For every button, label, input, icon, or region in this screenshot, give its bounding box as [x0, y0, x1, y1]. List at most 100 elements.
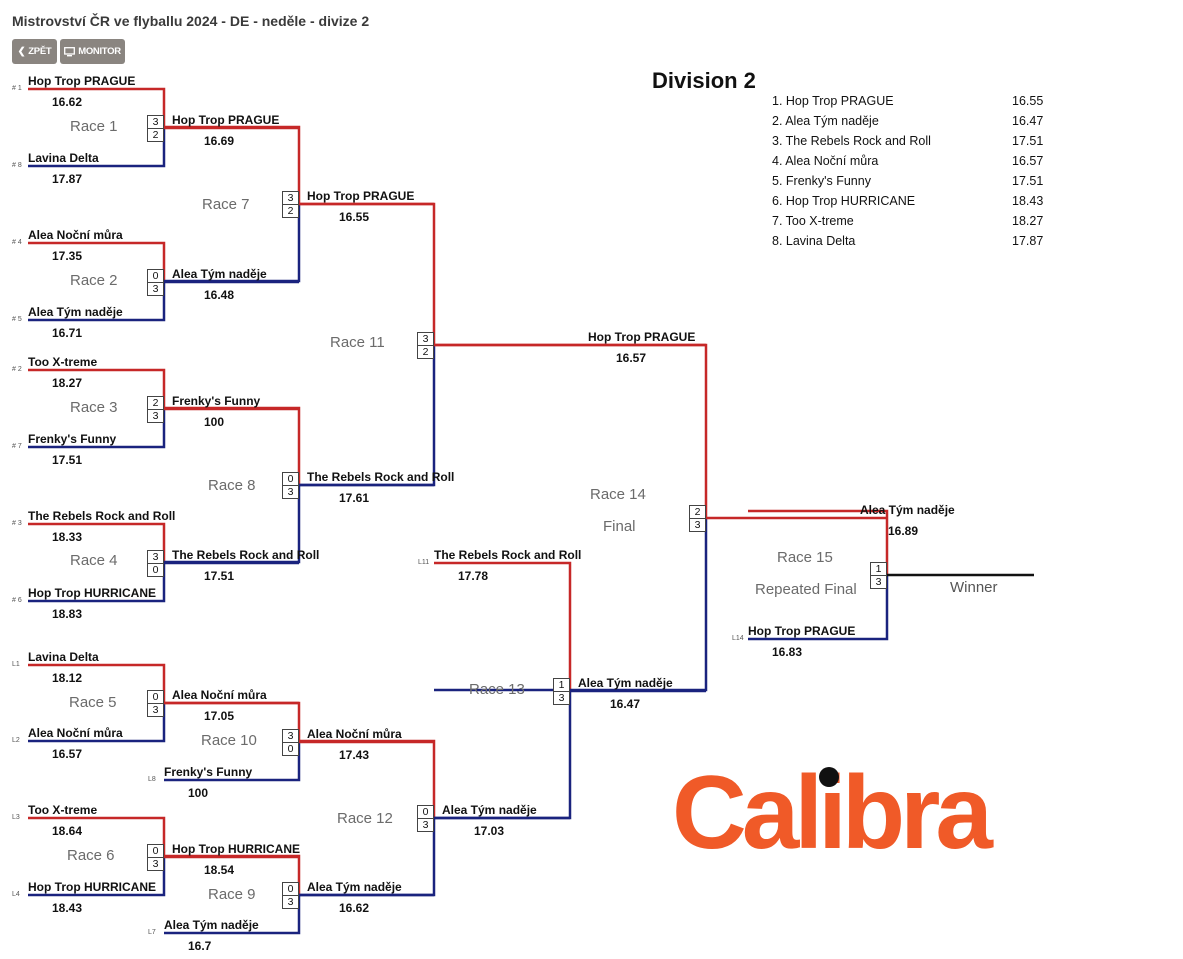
advancing-time: 16.57	[616, 351, 647, 365]
bracket-line-top	[28, 368, 166, 409]
bracket-line-bottom	[164, 204, 301, 283]
score-bottom[interactable]: 0	[282, 742, 299, 756]
bracket-line-bottom	[164, 895, 301, 935]
race-label: Race 2	[70, 272, 118, 289]
score-bottom[interactable]: 2	[417, 345, 434, 359]
bracket-line-top	[164, 701, 301, 742]
calibra-logo: Calibra	[672, 760, 999, 860]
score-top[interactable]: 3	[147, 115, 164, 129]
score-bottom[interactable]: 2	[282, 204, 299, 218]
bracket-line-bottom	[299, 818, 436, 897]
standing-time: 17.87	[1012, 234, 1044, 248]
standing-time: 17.51	[1012, 134, 1044, 148]
score-bottom[interactable]: 3	[689, 518, 706, 532]
score-bottom[interactable]: 2	[147, 128, 164, 142]
advancing-time: 17.61	[339, 491, 370, 505]
score-top[interactable]: 3	[282, 191, 299, 205]
team-name: Hop Trop PRAGUE	[28, 74, 136, 88]
race-time: 18.27	[52, 376, 83, 390]
race-label: Race 10	[201, 732, 257, 749]
score-bottom[interactable]: 3	[147, 409, 164, 423]
standing-team: 7. Too X-treme	[772, 214, 854, 228]
back-button[interactable]: ❮ ZPĚT	[12, 39, 57, 64]
team-name: Alea Noční můra	[28, 228, 123, 242]
monitor-button[interactable]: MONITOR	[60, 39, 125, 64]
score-top[interactable]: 0	[282, 882, 299, 896]
score-top[interactable]: 0	[282, 472, 299, 486]
division-title: Division 2	[652, 68, 756, 93]
score-top[interactable]: 2	[147, 396, 164, 410]
team-name: Lavina Delta	[28, 650, 99, 664]
standing-team: 4. Alea Noční můra	[772, 154, 879, 168]
advancing-time: 16.89	[888, 524, 919, 538]
score-top[interactable]: 1	[870, 562, 887, 576]
score-top[interactable]: 0	[417, 805, 434, 819]
bracket-line-top	[28, 87, 166, 128]
race-time: 18.64	[52, 824, 83, 838]
chevron-left-icon: ❮	[17, 46, 26, 57]
advancing-time: 16.48	[204, 288, 235, 302]
advancing-time: 16.47	[610, 697, 641, 711]
standing-team: 1. Hop Trop PRAGUE	[772, 94, 894, 108]
race-time: 17.78	[458, 569, 489, 583]
race-label: Race 11	[330, 334, 385, 351]
score-top[interactable]: 1	[553, 678, 570, 692]
score-bottom[interactable]: 3	[870, 575, 887, 589]
bracket-line-bottom	[299, 345, 436, 487]
bracket-line-bottom	[28, 128, 166, 168]
seed-label: L7	[148, 929, 156, 936]
score-bottom[interactable]: 0	[147, 563, 164, 577]
standing-team: 6. Hop Trop HURRICANE	[772, 194, 916, 208]
bracket-line-top	[164, 854, 301, 895]
score-top[interactable]: 3	[147, 550, 164, 564]
advancing-team: Alea Tým naděje	[860, 503, 955, 517]
seed-label: L4	[12, 891, 20, 898]
team-name: Alea Tým naděje	[164, 918, 259, 932]
standing-time: 16.47	[1012, 114, 1044, 128]
team-name: Lavina Delta	[28, 151, 99, 165]
seed-label: L14	[732, 635, 744, 642]
seed-label: L3	[12, 814, 20, 821]
team-name: Frenky's Funny	[28, 432, 117, 446]
score-bottom[interactable]: 3	[147, 857, 164, 871]
advancing-team: Hop Trop PRAGUE	[588, 330, 696, 344]
seed-label: L1	[12, 661, 20, 668]
race-label: Race 3	[70, 399, 118, 416]
score-bottom[interactable]: 3	[147, 282, 164, 296]
race-time: 16.83	[772, 645, 803, 659]
winner-label: Winner	[950, 579, 998, 596]
race-time: 16.71	[52, 326, 83, 340]
bracket-line-top	[299, 739, 436, 818]
score-top[interactable]: 0	[147, 690, 164, 704]
advancing-time: 17.05	[204, 709, 235, 723]
advancing-team: The Rebels Rock and Roll	[307, 470, 455, 484]
score-bottom[interactable]: 3	[417, 818, 434, 832]
seed-label: # 8	[12, 162, 22, 169]
score-top[interactable]: 0	[147, 844, 164, 858]
score-top[interactable]: 2	[689, 505, 706, 519]
score-top[interactable]: 3	[417, 332, 434, 346]
race-label: Race 13	[469, 681, 525, 698]
race-label: Race 6	[67, 847, 115, 864]
standing-time: 16.57	[1012, 154, 1044, 168]
score-bottom[interactable]: 3	[282, 485, 299, 499]
standing-time: 18.27	[1012, 214, 1044, 228]
seed-label: # 3	[12, 520, 22, 527]
team-name: Hop Trop PRAGUE	[748, 624, 856, 638]
advancing-time: 16.69	[204, 134, 235, 148]
bracket-line-top	[434, 561, 572, 691]
logo-dot	[819, 767, 839, 787]
seed-label: # 2	[12, 366, 22, 373]
score-bottom[interactable]: 3	[282, 895, 299, 909]
race-label: Race 12	[337, 810, 393, 827]
race-time: 16.7	[188, 939, 212, 953]
bracket-line-top	[299, 202, 436, 345]
bracket-line-bottom	[28, 282, 166, 322]
score-top[interactable]: 3	[282, 729, 299, 743]
race-time: 18.12	[52, 671, 83, 685]
bracket-line-bottom	[28, 703, 166, 743]
score-top[interactable]: 0	[147, 269, 164, 283]
score-bottom[interactable]: 3	[553, 691, 570, 705]
score-bottom[interactable]: 3	[147, 703, 164, 717]
team-name: Alea Tým naděje	[28, 305, 123, 319]
